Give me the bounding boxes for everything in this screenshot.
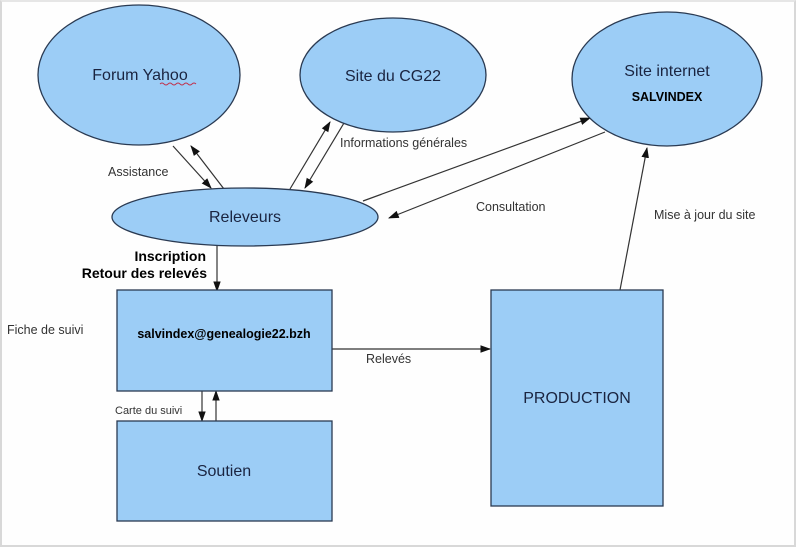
node-site-internet-label: Site internet [624, 63, 710, 80]
label-consultation: Consultation [476, 200, 546, 214]
label-carte-du-suivi: Carte du suivi [115, 405, 182, 417]
edge-cg22-to-releveurs [304, 122, 345, 189]
node-production: PRODUCTION [490, 289, 664, 507]
label-mise-a-jour-du-site: Mise à jour du site [654, 208, 755, 222]
node-releveurs: Releveurs [111, 187, 379, 247]
edge-labels: Assistance Informations générales Consul… [7, 136, 755, 417]
node-soutien: Soutien [116, 420, 333, 522]
edges [172, 117, 649, 423]
label-inscription: Inscription [134, 248, 206, 264]
node-fiche-suivi: salvindex@genealogie22.bzh [116, 289, 333, 392]
label-assistance: Assistance [108, 165, 168, 179]
node-site-internet: Site internet SALVINDEX [571, 11, 763, 147]
edge-releveurs-to-site-internet [362, 117, 592, 202]
label-fiche-de-suivi: Fiche de suivi [7, 323, 83, 337]
node-releveurs-label: Releveurs [209, 209, 281, 226]
edge-releveurs-to-cg22 [289, 121, 331, 190]
node-production-label: PRODUCTION [523, 390, 631, 407]
node-forum-yahoo: Forum Yahoo [37, 4, 241, 146]
label-releves: Relevés [366, 352, 411, 366]
node-site-cg22-label: Site du CG22 [345, 68, 441, 85]
label-informations-generales: Informations générales [340, 136, 467, 150]
node-forum-yahoo-label: Forum Yahoo [92, 67, 188, 84]
node-fiche-suivi-email: salvindex@genealogie22.bzh [137, 327, 310, 341]
edge-releveurs-to-forum [190, 145, 225, 190]
node-site-cg22: Site du CG22 [299, 17, 487, 133]
spellcheck-underline [159, 82, 197, 86]
edge-production-to-site-internet [619, 146, 649, 291]
label-retour-des-releves: Retour des relevés [82, 265, 207, 281]
edge-site-internet-to-releveurs [387, 131, 606, 219]
node-site-internet-sublabel: SALVINDEX [632, 90, 703, 104]
node-soutien-label: Soutien [197, 463, 251, 480]
edge-forum-to-releveurs [172, 145, 212, 189]
